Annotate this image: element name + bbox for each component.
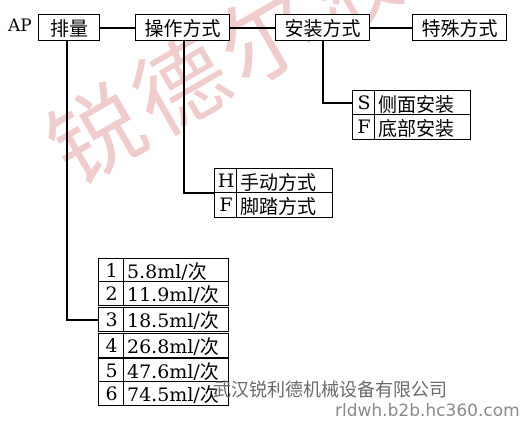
displacement-value: 11.9ml/次 [123,281,229,306]
operation-code-h: H [214,168,238,194]
branch-line-operation [183,41,185,193]
install-label-bottom: 底部安装 [374,114,471,140]
displacement-value: 18.5ml/次 [123,307,229,332]
footer-url: rldwh.b2b.hc360.com [335,401,520,421]
displacement-code: 4 [98,333,125,358]
header-operation-box: 操作方式 [135,14,230,41]
branch-line-operation [183,192,214,194]
operation-label-manual: 手动方式 [236,168,333,194]
footer-company: 武汉锐利德机械设备有限公司 [213,380,447,401]
connector-line [370,27,412,29]
branch-line-install [322,102,352,104]
operation-code-f: F [214,192,238,218]
install-label-side: 侧面安装 [374,90,471,116]
header-special-box: 特殊方式 [412,14,507,41]
header-displacement-box: 排量 [38,14,100,41]
branch-line-install [322,41,324,103]
displacement-code: 6 [98,381,125,406]
displacement-value: 47.6ml/次 [123,358,229,383]
displacement-code: 1 [98,258,125,283]
branch-line-displacement [66,41,68,320]
branch-line-displacement [66,319,98,321]
header-install-box: 安装方式 [275,14,370,41]
displacement-value: 74.5ml/次 [123,381,229,406]
displacement-code: 2 [98,281,125,306]
install-code-f: F [352,114,376,140]
operation-label-foot: 脚踏方式 [236,192,333,218]
connector-line [100,27,135,29]
connector-line [230,27,275,29]
model-prefix: AP [8,16,32,36]
displacement-code: 5 [98,358,125,383]
displacement-value: 26.8ml/次 [123,333,229,358]
install-code-s: S [352,90,376,116]
displacement-code: 3 [98,307,125,332]
